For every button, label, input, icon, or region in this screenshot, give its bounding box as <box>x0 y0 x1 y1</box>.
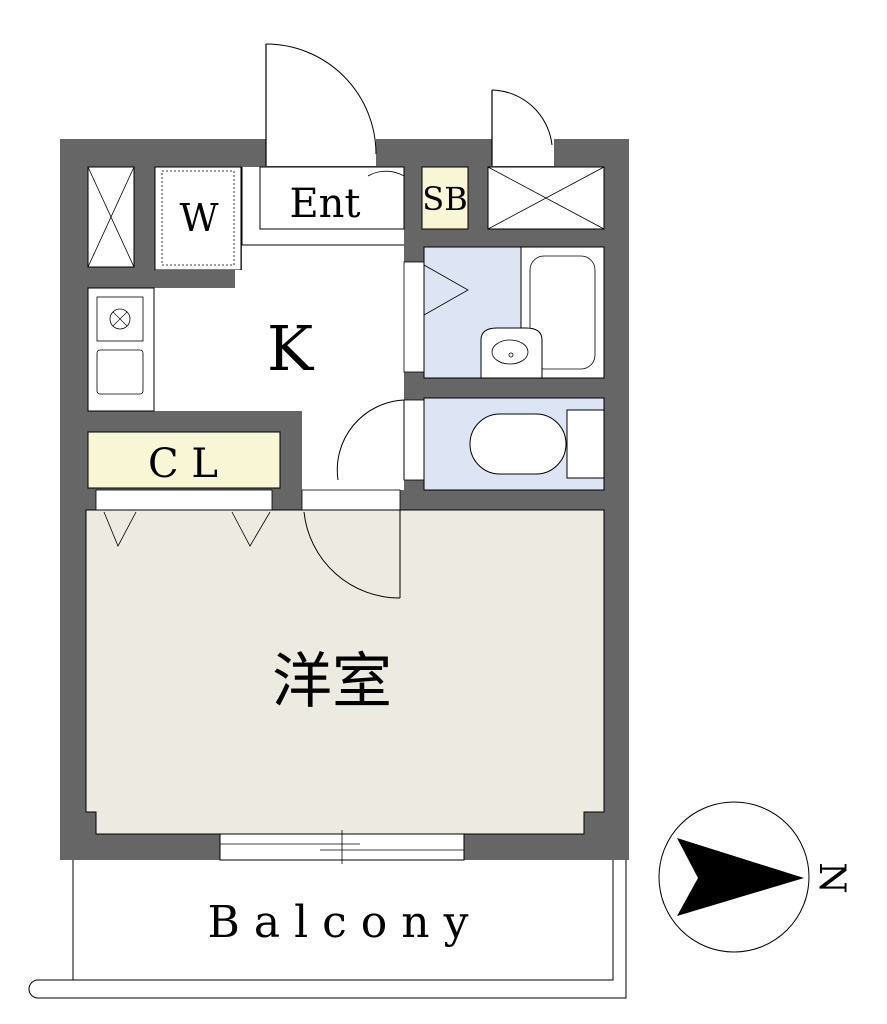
shoe-box: SB <box>421 166 469 230</box>
closet-label: C L <box>148 441 218 487</box>
bathroom <box>403 246 605 379</box>
balcony-window <box>219 830 465 864</box>
washer-label: W <box>179 196 218 240</box>
storage-door-opening <box>492 139 554 166</box>
balcony-label: B a l c o n y <box>208 897 469 948</box>
entrance-door <box>265 43 377 166</box>
entrance-door-opening <box>266 139 376 166</box>
western-room: 洋室 <box>85 509 605 835</box>
room-door-opening <box>301 489 401 511</box>
kitchen-floor <box>154 167 404 490</box>
balcony: B a l c o n y <box>28 857 627 999</box>
storage-door <box>491 89 553 166</box>
western-room-label: 洋室 <box>272 647 392 717</box>
toilet-room <box>336 397 605 491</box>
right-storage <box>487 166 605 230</box>
entrance-label: Ent <box>289 181 360 227</box>
washer-area: W <box>154 166 242 271</box>
compass: N <box>658 801 852 953</box>
toilet <box>469 413 567 475</box>
closet: C L <box>87 431 281 511</box>
washer-wall <box>155 270 235 288</box>
shoe-box-label: SB <box>422 180 467 218</box>
entrance-area: Ent <box>259 166 405 230</box>
north-arrow-icon <box>677 838 804 916</box>
kitchen-counter <box>87 287 155 412</box>
left-storage <box>87 166 135 268</box>
kitchen-label: K <box>267 312 315 385</box>
compass-label: N <box>811 862 852 894</box>
